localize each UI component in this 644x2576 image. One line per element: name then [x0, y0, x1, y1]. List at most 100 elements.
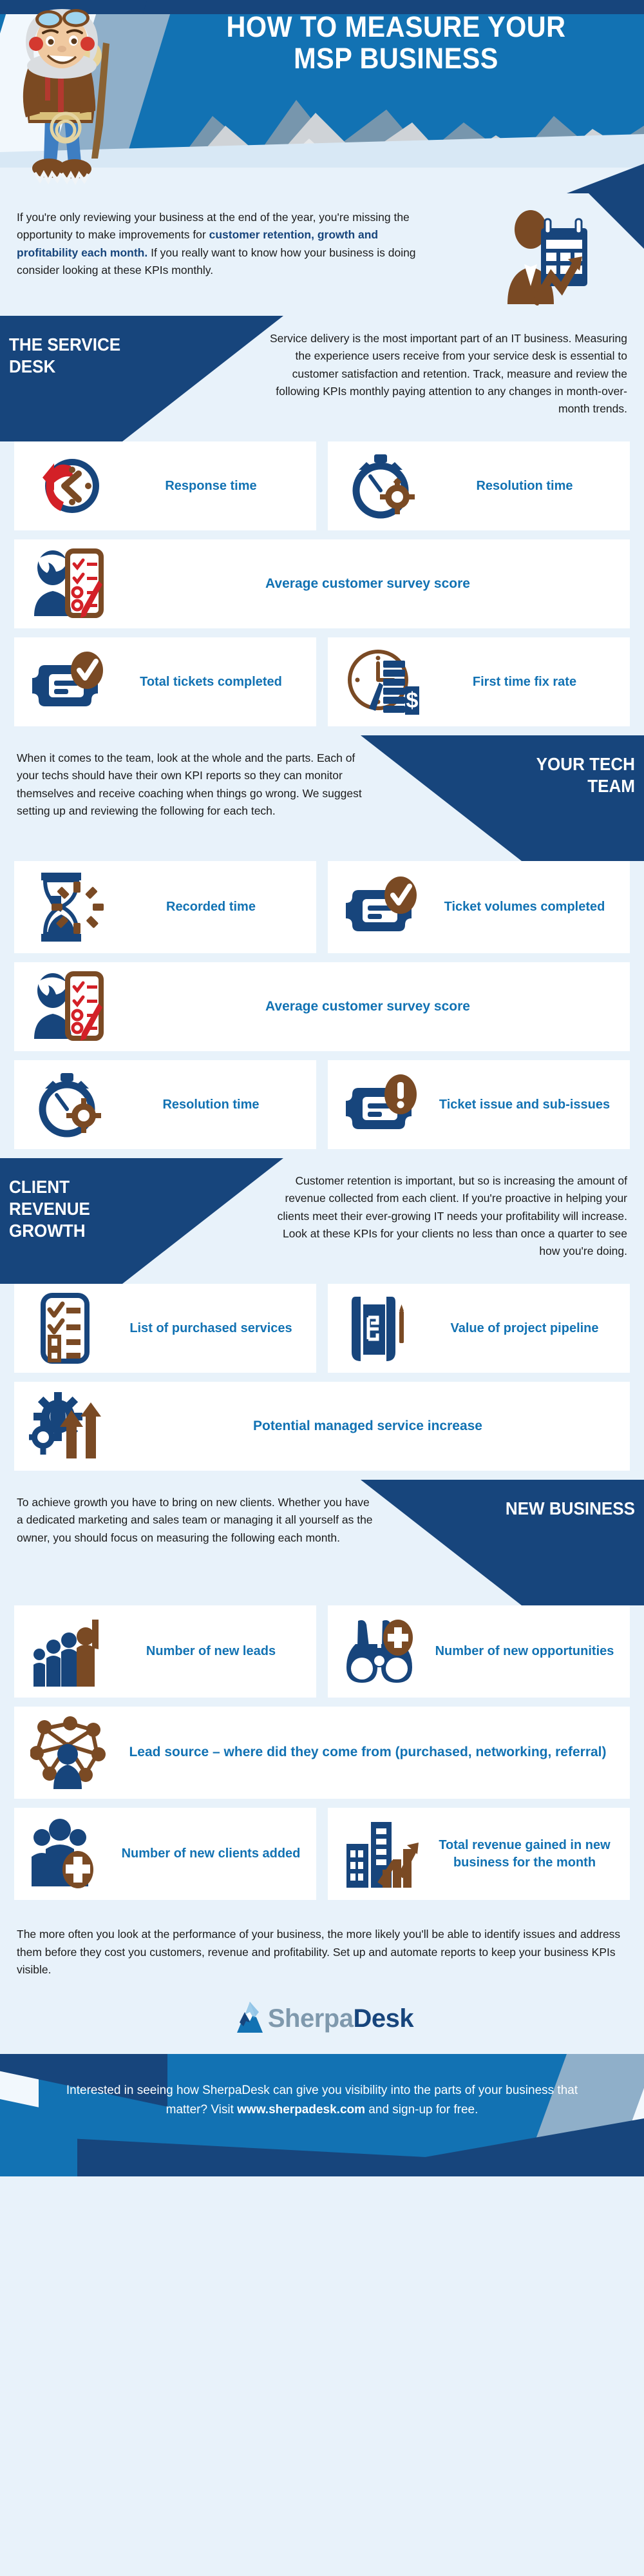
kpi-card-value-of-project-pipeline[interactable]: Value of project pipeline: [328, 1284, 630, 1373]
kpi-card-total-revenue-new-business[interactable]: Total revenue gained in new business for…: [328, 1808, 630, 1900]
svg-text:$: $: [406, 688, 418, 713]
section-title-tech-team: YOUR TECH TEAM: [536, 754, 635, 797]
hourglass-timer-icon: [21, 870, 117, 944]
closing-paragraph: The more often you look at the performan…: [17, 1928, 621, 1977]
card-row: Average customer survey score: [14, 539, 630, 628]
cards-service-desk: Response time: [0, 441, 644, 726]
intro-section: If you're only reviewing your business a…: [0, 193, 644, 316]
ticket-check-icon: [21, 648, 117, 716]
kpi-label: Average customer survey score: [265, 576, 470, 591]
kpi-label: Number of new leads: [146, 1644, 276, 1658]
section-body-new-business: To achieve growth you have to bring on n…: [17, 1496, 373, 1544]
card-row: Number of new clients added: [14, 1808, 630, 1900]
page-title-line1: HOW TO MEASURE YOUR: [226, 10, 566, 43]
checklist-icon: [21, 1293, 117, 1364]
section-banner-client-revenue: CLIENT REVENUE GROWTH Customer retention…: [0, 1158, 644, 1284]
banner-triangle: [361, 1480, 522, 1605]
kpi-card-list-of-purchased-services[interactable]: List of purchased services: [14, 1284, 316, 1373]
kpi-card-number-of-new-leads[interactable]: Number of new leads: [14, 1605, 316, 1698]
footer-text-1: Interested in seeing how SherpaDesk can …: [66, 2083, 578, 2116]
kpi-card-avg-customer-survey-score[interactable]: Average customer survey score: [14, 539, 630, 628]
kpi-card-number-of-new-opportunities[interactable]: Number of new opportunities: [328, 1605, 630, 1698]
logo-area: SherpaDesk: [0, 1984, 644, 2054]
card-row: Number of new leads: [14, 1605, 630, 1698]
kpi-card-ticket-volumes-completed[interactable]: Ticket volumes completed: [328, 861, 630, 953]
kpi-label: Potential managed service increase: [252, 1418, 482, 1433]
footer-banner: Interested in seeing how SherpaDesk can …: [0, 2053, 644, 2176]
intro-navy-corner: [589, 193, 644, 249]
intro-text-2: If you really want to know how your busi…: [17, 246, 416, 276]
banner-fill: [0, 316, 122, 441]
section-title-service-desk: THE SERVICE DESK: [9, 334, 121, 377]
kpi-card-potential-managed-service-increase[interactable]: Potential managed service increase: [14, 1382, 630, 1471]
section-banner-tech-team: YOUR TECH TEAM When it comes to the team…: [0, 735, 644, 861]
kpi-card-response-time[interactable]: Response time: [14, 441, 316, 530]
people-plus-icon: [21, 1817, 117, 1891]
kpi-label: Value of project pipeline: [450, 1321, 599, 1335]
page-title: HOW TO MEASURE YOUR MSP BUSINESS: [180, 10, 612, 75]
cards-tech-team: Recorded time Ticket volumes completed: [0, 861, 644, 1149]
kpi-card-resolution-time[interactable]: Resolution time: [328, 441, 630, 530]
section-body-client-revenue: Customer retention is important, but so …: [277, 1174, 627, 1258]
logo-sherpa-text: Sherpa: [267, 2004, 354, 2033]
card-row: Recorded time Ticket volumes completed: [14, 861, 630, 953]
people-leader-icon: [21, 1614, 117, 1689]
businessman-calendar-chart-icon: [507, 210, 587, 305]
banner-triangle: [122, 1158, 283, 1284]
kpi-card-number-of-new-clients-added[interactable]: Number of new clients added: [14, 1808, 316, 1900]
kpi-card-ticket-issue-sub-issues[interactable]: Ticket issue and sub-issues: [328, 1060, 630, 1149]
section-banner-service-desk: THE SERVICE DESK Service delivery is the…: [0, 316, 644, 441]
kpi-label: Number of new clients added: [121, 1846, 301, 1861]
footer-cta-text: Interested in seeing how SherpaDesk can …: [0, 2081, 644, 2120]
logo-wordmark: SherpaDesk: [267, 2004, 414, 2033]
kpi-label: First time fix rate: [472, 674, 577, 689]
intro-paragraph: If you're only reviewing your business a…: [17, 209, 442, 279]
card-row: Response time: [14, 441, 630, 530]
kpi-label: Lead source – where did they come from (…: [129, 1745, 607, 1760]
kpi-card-avg-customer-survey-score-tech[interactable]: Average customer survey score: [14, 962, 630, 1051]
sherpa-climber-icon: [23, 9, 109, 186]
intro-highlight: customer retention, growth and profitabi…: [17, 228, 379, 259]
kpi-label: Total tickets completed: [140, 674, 282, 689]
pipeline-blueprint-icon: [334, 1293, 431, 1364]
kpi-label: Resolution time: [476, 478, 573, 493]
buildings-growth-chart-icon: [334, 1817, 431, 1891]
banner-triangle: [122, 316, 283, 441]
binoculars-plus-icon: [334, 1614, 431, 1689]
kpi-card-lead-source[interactable]: Lead source – where did they come from (…: [14, 1707, 630, 1799]
banner-fill: [522, 1480, 644, 1605]
banner-triangle: [361, 735, 522, 861]
closing-section: The more often you look at the performan…: [0, 1909, 644, 1984]
clock-arrow-icon: [21, 450, 117, 521]
kpi-label: Total revenue gained in new business for…: [439, 1837, 611, 1870]
logo-desk-text: Desk: [353, 2004, 414, 2033]
section-banner-new-business: NEW BUSINESS To achieve growth you have …: [0, 1480, 644, 1605]
banner-fill: [0, 1158, 122, 1284]
card-row: List of purchased services: [14, 1284, 630, 1373]
stopwatch-gear-icon: [21, 1069, 117, 1140]
footer-url[interactable]: www.sherpadesk.com: [237, 2102, 366, 2116]
header-banner: HOW TO MEASURE YOUR MSP BUSINESS: [0, 0, 644, 193]
kpi-label: Number of new opportunities: [435, 1644, 614, 1658]
footer-text-2: and sign-up for free.: [365, 2102, 478, 2116]
kpi-label: List of purchased services: [129, 1321, 292, 1335]
stopwatch-gear-icon: [334, 450, 431, 521]
section-title-new-business: NEW BUSINESS: [505, 1498, 635, 1518]
kpi-card-first-time-fix-rate[interactable]: $ First time fix rate: [328, 637, 630, 726]
clock-money-icon: $: [334, 646, 431, 717]
card-row: Average customer survey score: [14, 962, 630, 1051]
banner-fill: [522, 735, 644, 861]
kpi-card-recorded-time[interactable]: Recorded time: [14, 861, 316, 953]
kpi-label: Response time: [165, 478, 257, 493]
section-body-service-desk: Service delivery is the most important p…: [269, 332, 627, 416]
kpi-card-total-tickets-completed[interactable]: Total tickets completed: [14, 637, 316, 726]
section-title-client-revenue: CLIENT REVENUE GROWTH: [9, 1177, 90, 1241]
kpi-label: Recorded time: [166, 900, 256, 914]
sherpadesk-mountain-logo-icon: [236, 2001, 263, 2033]
gear-growth-arrows-icon: [21, 1391, 117, 1462]
footer-navy-right-shape: [419, 2117, 644, 2176]
page-title-line2: MSP BUSINESS: [294, 41, 498, 75]
kpi-card-resolution-time-tech[interactable]: Resolution time: [14, 1060, 316, 1149]
cards-client-revenue: List of purchased services: [0, 1284, 644, 1471]
